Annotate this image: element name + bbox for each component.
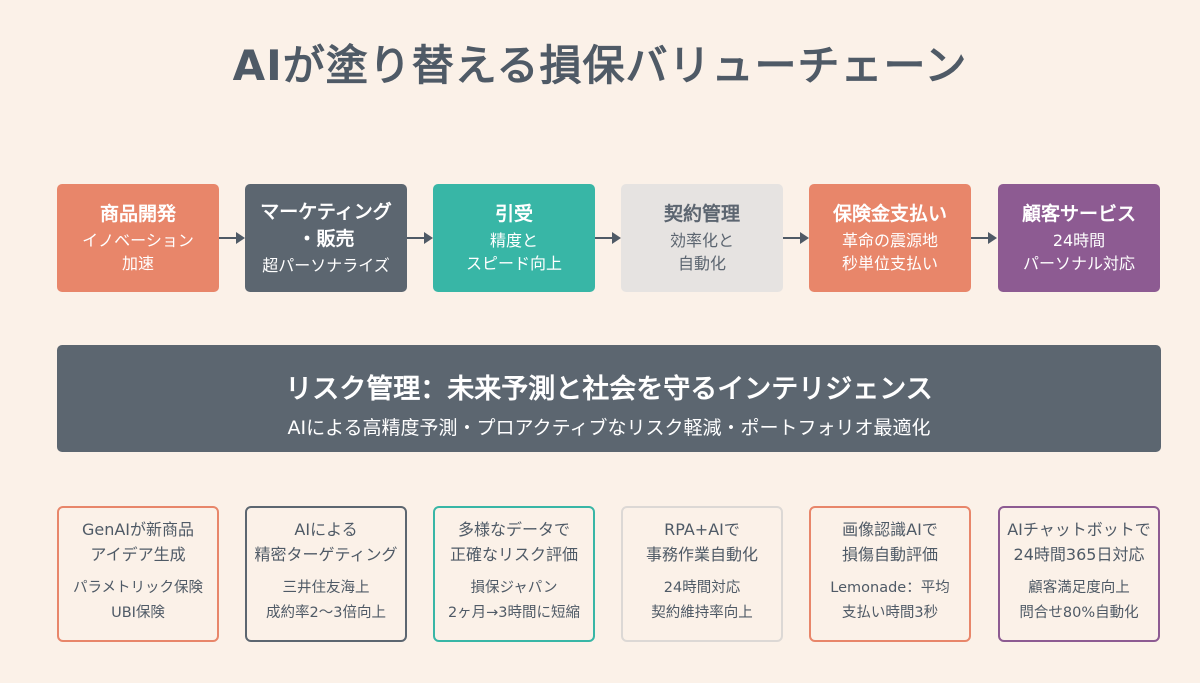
stage-customer-service: 顧客サービス 24時間 パーソナル対応 — [998, 184, 1160, 292]
stage-desc: 超パーソナライズ — [262, 255, 390, 275]
risk-title: リスク管理：未来予測と社会を守るインテリジェンス — [285, 374, 933, 405]
page-title: AIが塗り替える損保バリューチェーン — [232, 41, 968, 90]
stage-name: マーケティング — [260, 200, 392, 223]
stage-name: ・販売 — [297, 228, 355, 251]
stage-name: 契約管理 — [663, 203, 740, 226]
case-heading: 多様なデータで正確なリスク評価 — [449, 520, 578, 564]
stage-name: 引受 — [494, 203, 533, 226]
stage-contract-management: 契約管理 効率化と 自動化 — [621, 184, 783, 292]
stage-name: 商品開発 — [99, 203, 176, 226]
stage-desc: イノベーション — [82, 230, 194, 250]
case-heading: AIによる精密ターゲティング — [254, 520, 398, 564]
stage-desc: 自動化 — [677, 253, 726, 273]
flow-arrow — [971, 232, 997, 244]
use-case-card: 画像認識AIで損傷自動評価 Lemonade：平均支払い時間3秒 — [809, 506, 971, 642]
case-example: Lemonade：平均支払い時間3秒 — [830, 579, 950, 621]
flow-arrow — [219, 232, 245, 244]
case-heading: GenAIが新商品アイデア生成 — [81, 520, 195, 564]
use-case-card: RPA+AIで事務作業自動化 24時間対応契約維持率向上 — [621, 506, 783, 642]
stage-desc: 秒単位支払い — [841, 253, 938, 273]
risk-management-banner: リスク管理：未来予測と社会を守るインテリジェンス AIによる高精度予測・プロアク… — [57, 345, 1161, 452]
stage-desc: 効率化と — [669, 230, 734, 250]
stage-desc: 精度と — [489, 230, 538, 250]
stage-name: 顧客サービス — [1021, 203, 1136, 226]
stage-desc: パーソナル対応 — [1022, 253, 1135, 273]
stage-product-development: 商品開発 イノベーション 加速 — [57, 184, 219, 292]
stage-desc: スピード向上 — [465, 253, 562, 273]
stage-desc: 加速 — [121, 253, 154, 273]
stage-desc: 革命の震源地 — [841, 230, 938, 250]
flow-arrow — [595, 232, 621, 244]
flow-arrow — [783, 232, 809, 244]
use-case-card: AIによる精密ターゲティング 三井住友海上成約率2〜3倍向上 — [245, 506, 407, 642]
case-heading: 画像認識AIで損傷自動評価 — [841, 520, 938, 564]
stage-underwriting: 引受 精度と スピード向上 — [433, 184, 595, 292]
case-example: 三井住友海上成約率2〜3倍向上 — [266, 579, 386, 621]
stage-name: 保険金支払い — [832, 203, 947, 226]
stage-marketing-sales: マーケティング ・販売 超パーソナライズ — [245, 184, 407, 292]
risk-subtitle: AIによる高精度予測・プロアクティブなリスク軽減・ポートフォリオ最適化 — [287, 417, 931, 439]
stage-claims-payment: 保険金支払い 革命の震源地 秒単位支払い — [809, 184, 971, 292]
case-example: 顧客満足度向上問合せ80%自動化 — [1019, 579, 1139, 621]
case-example: 24時間対応契約維持率向上 — [651, 579, 753, 621]
stage-desc: 24時間 — [1052, 230, 1106, 250]
case-heading: RPA+AIで事務作業自動化 — [645, 520, 758, 564]
flow-arrow — [407, 232, 433, 244]
